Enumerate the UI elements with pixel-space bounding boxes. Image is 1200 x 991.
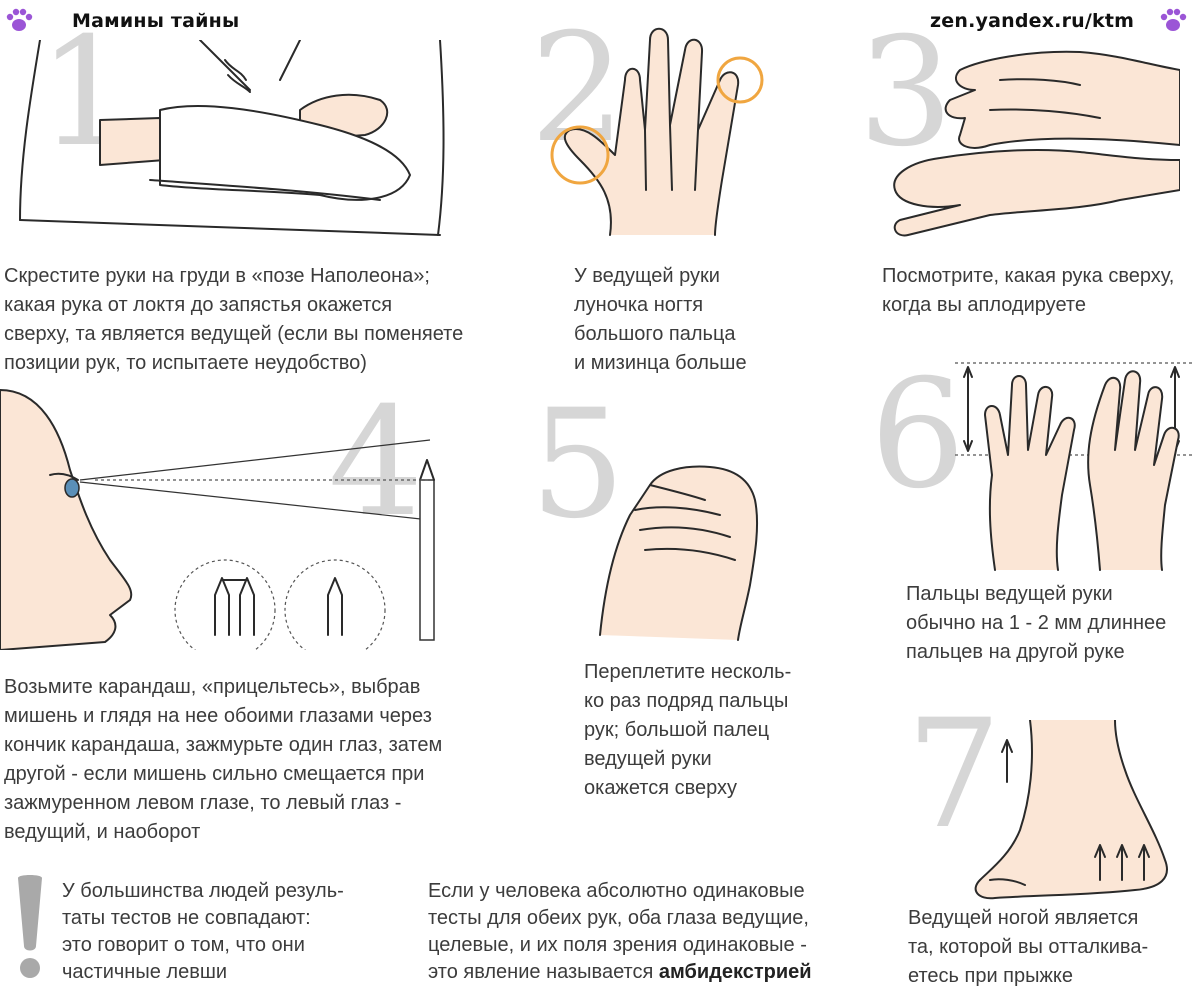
source-url: zen.yandex.ru/ktm — [930, 10, 1135, 32]
interlaced-fingers-illustration — [599, 465, 759, 641]
finger-length-illustration — [955, 362, 1195, 571]
test-number-4: 4 — [328, 376, 424, 550]
test-number-3: 3 — [858, 6, 954, 180]
thumb-highlight-ring — [550, 125, 610, 185]
note-ambidexterity-text: Если у человека абсолютно одинаковые тес… — [428, 880, 809, 983]
test-7-text: Ведущей ногой является та, которой вы от… — [908, 907, 1149, 987]
paw-print-icon — [1160, 8, 1187, 31]
note-partial-lefthanded: У большинства людей резуль- таты тестов … — [62, 880, 344, 983]
paw-print-icon — [6, 8, 33, 31]
clapping-hands-illustration — [893, 50, 1180, 237]
test-3-text: Посмотрите, какая рука сверху, когда вы … — [882, 265, 1175, 316]
pinky-highlight-ring — [716, 56, 764, 104]
test-number-5: 5 — [530, 378, 626, 552]
test-number-7: 7 — [906, 688, 1002, 862]
site-title: Мамины тайны — [72, 10, 240, 32]
test-2-text: У ведущей руки луночка ногтя большого па… — [574, 265, 747, 374]
open-hand-illustration — [550, 27, 764, 236]
test-6-text: Пальцы ведущей руки обычно на 1 - 2 мм д… — [906, 583, 1167, 663]
test-4-text: Возьмите карандаш, «прицельтесь», выбрав… — [4, 676, 443, 843]
pencil-aim-illustration — [0, 389, 435, 650]
test-1-text: Скрестите руки на груди в «позе Наполеон… — [4, 265, 464, 374]
ambidexterity-term: амбидекстрией — [658, 961, 812, 983]
foot-jump-illustration — [974, 720, 1168, 900]
exclamation-icon — [18, 875, 42, 978]
test-number-6: 6 — [870, 348, 966, 522]
note-ambidexterity: Если у человека абсолютно одинаковые тес… — [428, 878, 812, 986]
crossed-arms-illustration — [19, 40, 445, 236]
test-5-text: Переплетите несколь- ко раз подряд пальц… — [584, 661, 792, 799]
